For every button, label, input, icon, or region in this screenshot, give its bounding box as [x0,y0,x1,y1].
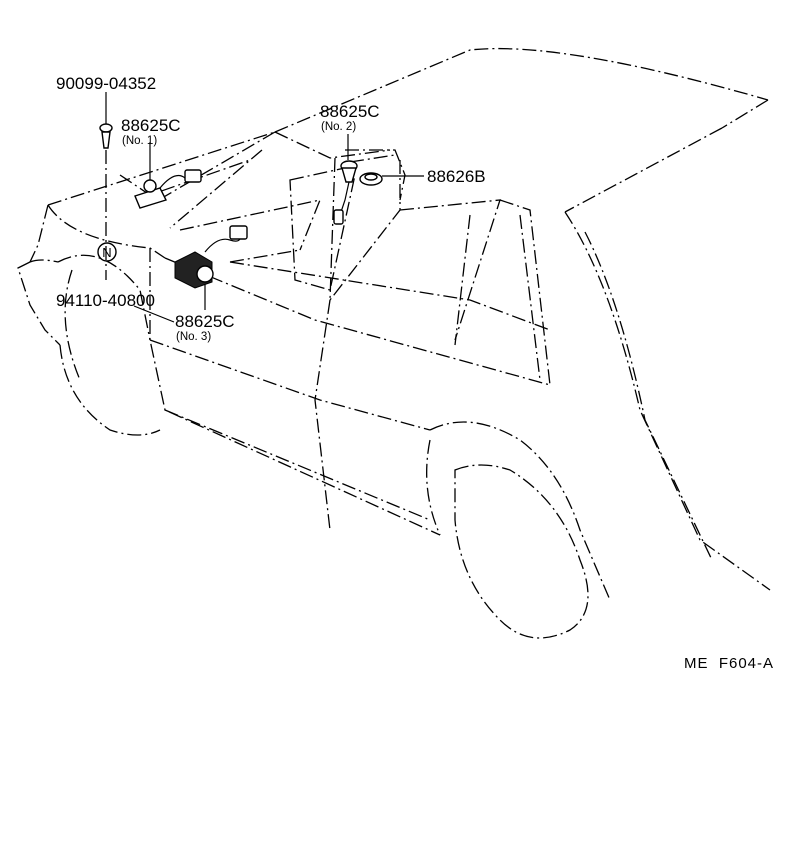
bolt-part [99,123,113,149]
marker-n-label: N [102,245,111,260]
vehicle-body-outline [17,47,771,639]
sensor-no2-sub-callout: (No. 2) [321,121,356,133]
diagram-reference-code: ME F604-A [684,655,774,672]
leader-lines [105,92,424,323]
sensor-no3-part [174,225,248,289]
sensor-no2-callout: 88625C [320,102,380,121]
marker-n-badge: N [97,242,117,262]
sensor-no3-sub-callout: (No. 3) [176,331,211,343]
sensor-no1-callout: 88625C [121,116,181,135]
sensor-no1-sub-callout: (No. 1) [122,135,157,147]
bolt-callout: 90099-04352 [56,74,156,93]
sensor-no3-callout: 88625C [175,312,235,331]
clip-callout: 94110-40800 [56,291,155,310]
grommet-callout: 88626B [427,167,486,186]
sensor-no2-part [333,160,358,225]
grommet-part [359,172,383,186]
